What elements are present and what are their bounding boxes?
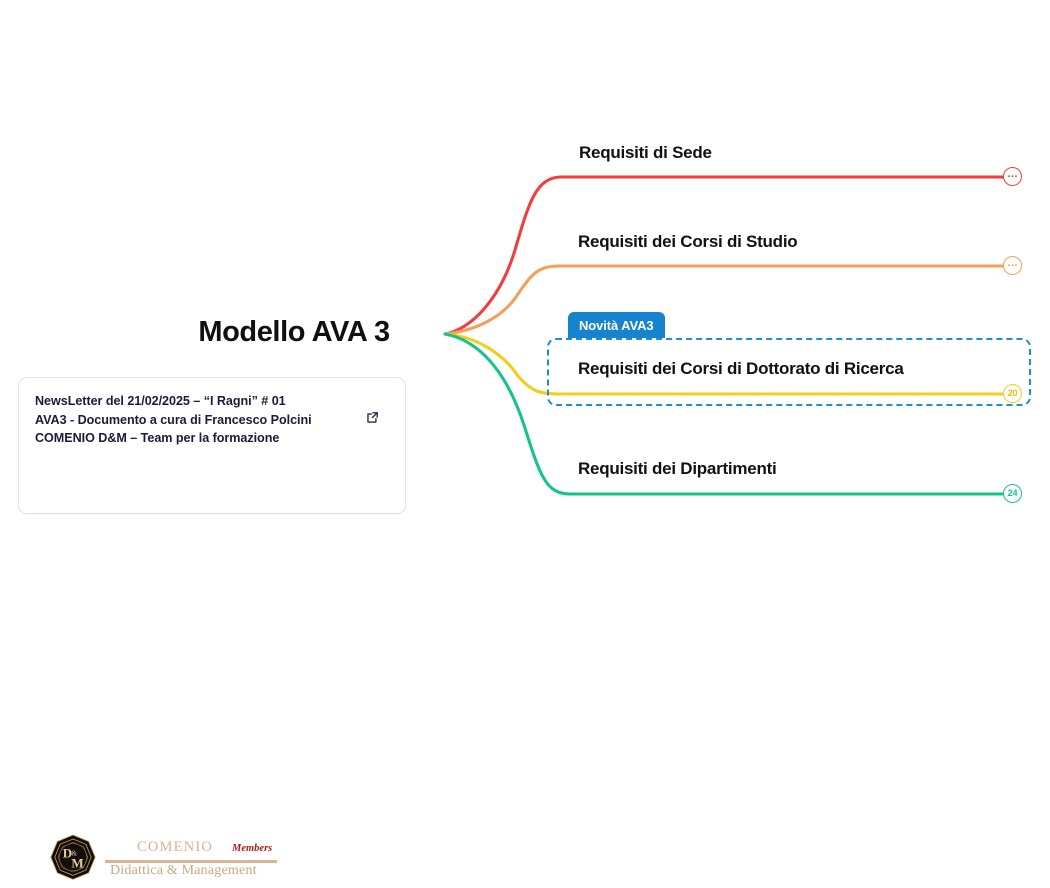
branch-end-node-sede[interactable]: …: [1003, 167, 1022, 186]
mindmap-branches: [443, 175, 1005, 496]
branch-label-corsi-studio[interactable]: Requisiti dei Corsi di Studio: [578, 232, 798, 251]
comenio-wordmark: COMENIO Members Didattica & Management: [105, 834, 281, 886]
branch-line-corsi-studio[interactable]: [443, 264, 1005, 336]
comenio-logo: D & M COMENIO Members Didattica & Manage…: [47, 834, 277, 888]
branch-label-sede[interactable]: Requisiti di Sede: [579, 143, 712, 162]
newsletter-line-2: AVA3 - Documento a cura di Francesco Pol…: [35, 412, 312, 427]
branch-end-node-dipartimenti[interactable]: 24: [1003, 484, 1022, 503]
highlight-box-dottorato[interactable]: [547, 338, 1031, 406]
wordmark-tagline: Didattica & Management: [110, 863, 257, 878]
mindmap-canvas: Modello AVA 3 NewsLetter del 21/02/2025 …: [18, 143, 1031, 880]
branch-label-dottorato[interactable]: Requisiti dei Corsi di Dottorato di Rice…: [578, 359, 904, 378]
branch-end-node-corsi-studio[interactable]: …: [1003, 256, 1022, 275]
branch-line-sede[interactable]: [443, 175, 1005, 336]
status-badge-novita-ava3[interactable]: Novità AVA3: [568, 312, 665, 338]
external-link-icon[interactable]: [366, 411, 379, 424]
newsletter-line-3: COMENIO D&M – Team per la formazione: [35, 431, 280, 446]
svg-text:M: M: [71, 856, 83, 871]
newsletter-text: NewsLetter del 21/02/2025 – “I Ragni” # …: [35, 392, 312, 448]
newsletter-card[interactable]: NewsLetter del 21/02/2025 – “I Ragni” # …: [18, 377, 406, 880]
branch-label-dipartimenti[interactable]: Requisiti dei Dipartimenti: [578, 459, 777, 478]
branch-end-node-dottorato[interactable]: 20: [1003, 384, 1022, 403]
page-title: Modello AVA 3: [198, 316, 390, 348]
newsletter-line-1: NewsLetter del 21/02/2025 – “I Ragni” # …: [35, 394, 286, 408]
branch-line-dipartimenti[interactable]: [443, 332, 1005, 496]
wordmark-comenio: COMENIO: [137, 839, 214, 855]
dm-monogram-badge-icon: D & M: [50, 834, 96, 880]
wordmark-members: Members: [232, 843, 273, 854]
